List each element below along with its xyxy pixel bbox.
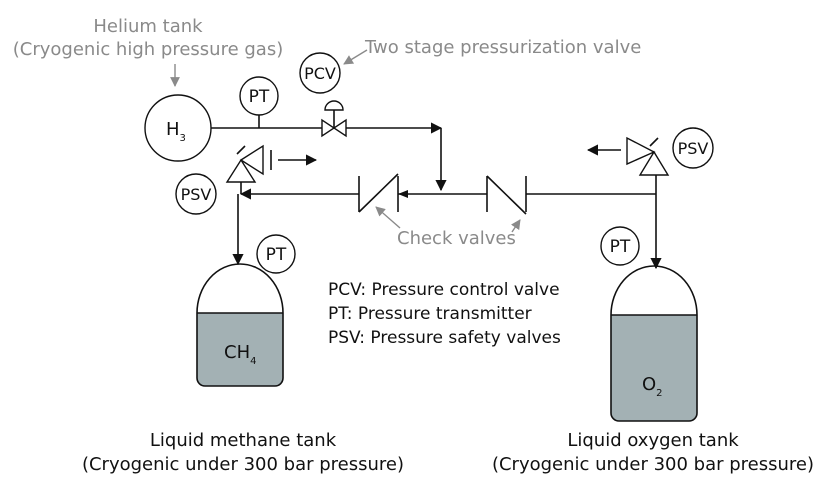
oxygen-caption-line2: (Cryogenic under 300 bar pressure): [492, 454, 814, 475]
oxygen-tank-liquid: [611, 315, 697, 421]
pcv-annotation-arrow: [343, 49, 368, 65]
methane-caption-line1: Liquid methane tank: [150, 430, 337, 451]
psv-right-tick: [649, 137, 659, 147]
methane-subscript: 4: [250, 356, 256, 367]
methane-symbol: CH4: [224, 342, 256, 367]
check-valves-annotation: Check valves: [397, 228, 516, 249]
helium-subscript: 3: [180, 133, 186, 144]
helium-symbol: H3: [166, 119, 186, 144]
oxygen-subscript: 2: [656, 388, 662, 399]
psv-left-bubble: [175, 173, 217, 215]
legend-pt: PT: Pressure transmitter: [328, 304, 532, 324]
oxygen-tank: [610, 265, 698, 422]
pcv-annotation: Two stage pressurization valve: [364, 37, 641, 58]
psv-right-valve: [626, 136, 670, 176]
check-valves-arrow-right: [511, 219, 521, 233]
psv-left-label: PSV: [181, 185, 212, 204]
pt-oxygen-label: PT: [610, 237, 631, 257]
pt-oxygen: [600, 226, 640, 266]
helium-annotation-line1: Helium tank: [93, 16, 203, 37]
psv-right-bubble: [672, 127, 714, 169]
pcv-label: PCV: [304, 64, 336, 83]
pcv-bubble: [299, 52, 341, 94]
methane-caption-line2: (Cryogenic under 300 bar pressure): [82, 454, 404, 475]
oxygen-symbol: O2: [642, 374, 663, 399]
pt-helium-label: PT: [249, 87, 270, 107]
oxygen-caption-line1: Liquid oxygen tank: [567, 430, 739, 451]
psv-left-valve: [225, 144, 264, 183]
legend-psv: PSV: Pressure safety valves: [328, 328, 561, 348]
helium-annotation-line2: (Cryogenic high pressure gas): [13, 39, 283, 60]
pcv-actuator: [324, 100, 344, 111]
pt-methane: [256, 234, 296, 274]
methane-tank-liquid: [197, 313, 283, 386]
psv-left-tick: [236, 145, 246, 155]
psv-right-label: PSV: [678, 139, 709, 158]
methane-tank: [196, 263, 284, 387]
check-valve-left-diag: [358, 173, 399, 213]
pt-methane-label: PT: [266, 245, 287, 265]
check-valves-arrow-left: [375, 206, 401, 229]
legend-pcv: PCV: Pressure control valve: [328, 280, 560, 300]
dist-arrow-left-mid: [398, 190, 408, 198]
check-valve-right-diag: [486, 175, 527, 215]
